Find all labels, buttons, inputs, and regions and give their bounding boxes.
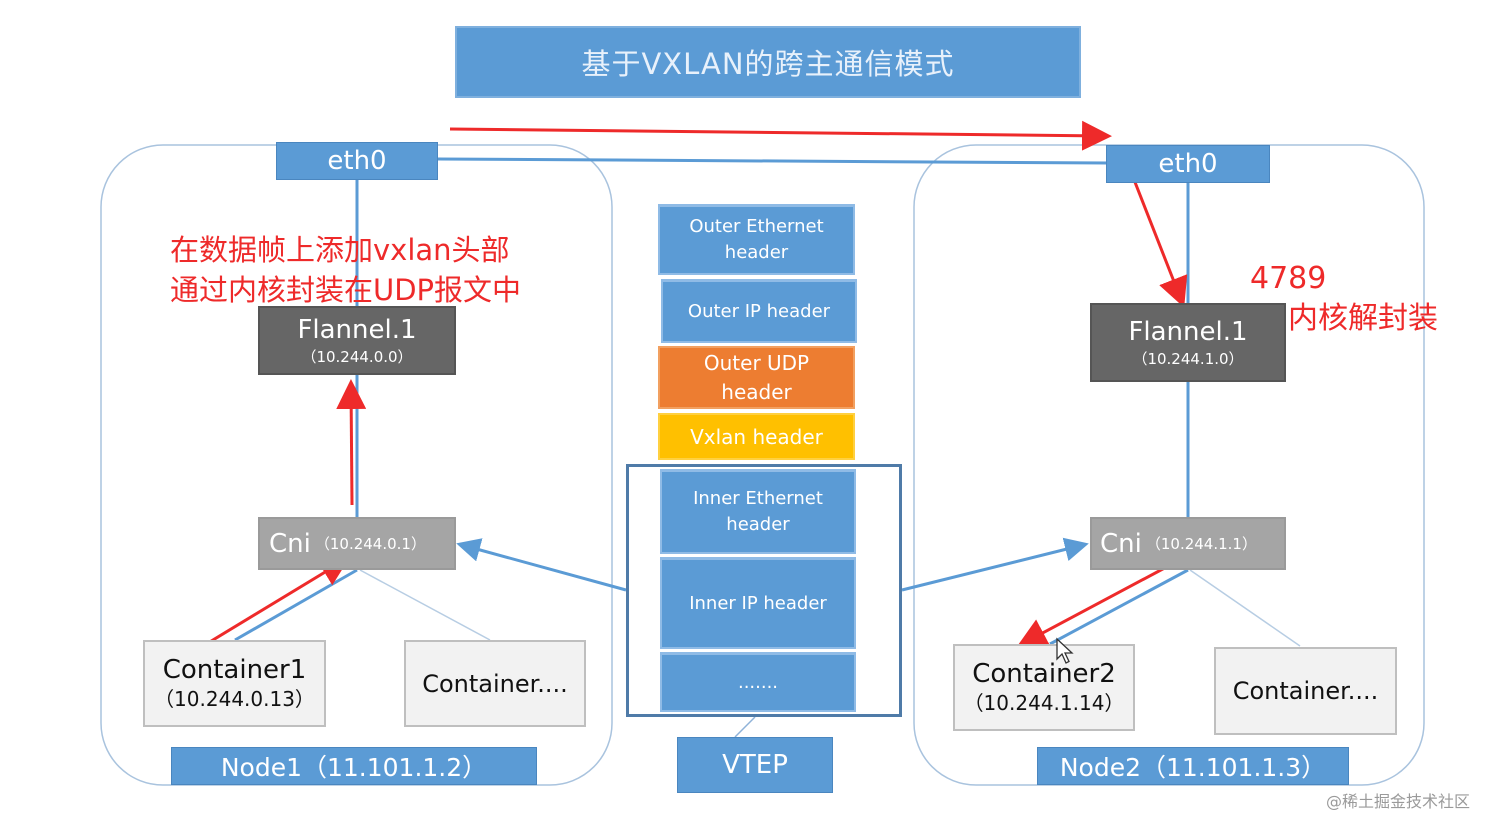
- packet-to-node2-cni-arrow: [901, 537, 1089, 592]
- node2-eth0-label: eth0: [1158, 149, 1218, 179]
- node1-container-other-label: Container....: [422, 669, 568, 698]
- node2-note-port: 4789: [1250, 261, 1327, 296]
- node1-note: 在数据帧上添加vxlan头部 通过内核封装在UDP报文中: [170, 230, 521, 310]
- node1-cni-container-other-link: [359, 569, 491, 641]
- node2-container2: Container2 （10.244.1.14）: [953, 644, 1135, 731]
- packet-inner-ethernet: Inner Ethernet header: [660, 469, 856, 554]
- vtep-box: VTEP: [677, 737, 833, 793]
- eth-link: [437, 157, 1109, 165]
- packet-to-node1-cni-arrow: [456, 538, 627, 592]
- node1-cni-name: Cni: [269, 528, 311, 559]
- title-bar: 基于VXLAN的跨主通信模式: [455, 26, 1081, 98]
- red-arrow-cni-to-flannel: [336, 379, 367, 506]
- red-arrow-container1-to-cni: [207, 556, 351, 645]
- red-arrow-eth0-to-flannel2: [1129, 171, 1188, 308]
- packet-inner-ip-label: Inner IP header: [689, 592, 827, 614]
- packet-outer-ethernet-label: Outer Ethernet header: [689, 216, 824, 263]
- packet-vxlan: Vxlan header: [658, 413, 855, 460]
- vtep-connector: [734, 716, 756, 738]
- title-text: 基于VXLAN的跨主通信模式: [581, 47, 955, 81]
- node1-note-line2: 通过内核封装在UDP报文中: [170, 273, 522, 307]
- node2-container2-ip: （10.244.1.14）: [963, 690, 1125, 715]
- packet-inner-ethernet-label: Inner Ethernet header: [693, 488, 823, 535]
- node1-cni-ip: （10.244.0.1）: [314, 535, 426, 553]
- red-arrow-cni2-to-container2: [1016, 561, 1175, 647]
- inner-frame: [626, 464, 902, 717]
- node1-container1-ip: （10.244.0.13）: [154, 686, 315, 711]
- node2-label: Node2（11.101.1.3）: [1059, 753, 1327, 782]
- node2-cni-ip: （10.244.1.1）: [1145, 535, 1257, 553]
- packet-outer-ip-label: Outer IP header: [687, 300, 831, 322]
- packet-more-label: .......: [737, 671, 779, 693]
- packet-inner-ip: Inner IP header: [660, 557, 856, 649]
- node1-container1-name: Container1: [162, 654, 307, 685]
- node2-container2-name: Container2: [972, 658, 1116, 689]
- node1-flannel: Flannel.1 （10.244.0.0）: [258, 306, 456, 375]
- node2-flannel-ip: （10.244.1.0）: [1132, 349, 1244, 368]
- node1-label: Node1（11.101.1.2）: [220, 753, 488, 782]
- node1-container-other: Container....: [404, 640, 586, 727]
- node2-eth0: eth0: [1106, 145, 1270, 183]
- node2-flannel: Flannel.1 （10.244.1.0）: [1090, 303, 1286, 382]
- node1-cni: Cni （10.244.0.1）: [258, 517, 456, 570]
- packet-vxlan-label: Vxlan header: [690, 424, 823, 449]
- node1-eth0: eth0: [276, 142, 438, 180]
- packet-more: .......: [660, 652, 856, 712]
- packet-outer-udp: Outer UDP header: [658, 346, 855, 409]
- node2-cni-container-other-link: [1189, 569, 1301, 647]
- node1-eth0-label: eth0: [327, 146, 387, 176]
- node2-container-other: Container....: [1214, 647, 1397, 735]
- node1-cni-container1-link: [234, 568, 358, 642]
- packet-outer-udp-label: Outer UDP header: [703, 350, 810, 404]
- node2-cni: Cni （10.244.1.1）: [1090, 517, 1286, 570]
- vtep-label: VTEP: [722, 750, 788, 780]
- packet-outer-ethernet: Outer Ethernet header: [658, 204, 855, 275]
- node2-cni-container2-link: [1049, 568, 1189, 646]
- node2-label-box: Node2（11.101.1.3）: [1037, 747, 1349, 785]
- node2-flannel-name: Flannel.1: [1128, 316, 1248, 347]
- red-arrow-top: [449, 120, 1112, 151]
- node1-flannel-name: Flannel.1: [297, 314, 417, 345]
- node1-label-box: Node1（11.101.1.2）: [171, 747, 537, 785]
- node1-note-line1: 在数据帧上添加vxlan头部: [170, 233, 510, 267]
- watermark: @稀土掘金技术社区: [1326, 792, 1471, 811]
- node2-cni-name: Cni: [1100, 528, 1142, 559]
- mouse-cursor-icon: [1056, 637, 1074, 664]
- node1-container1: Container1 （10.244.0.13）: [143, 640, 326, 727]
- node2-container-other-label: Container....: [1232, 677, 1379, 705]
- packet-outer-ip: Outer IP header: [661, 279, 857, 343]
- node2-note-decap: 内核解封装: [1288, 301, 1438, 336]
- node1-flannel-ip: （10.244.0.0）: [301, 347, 413, 366]
